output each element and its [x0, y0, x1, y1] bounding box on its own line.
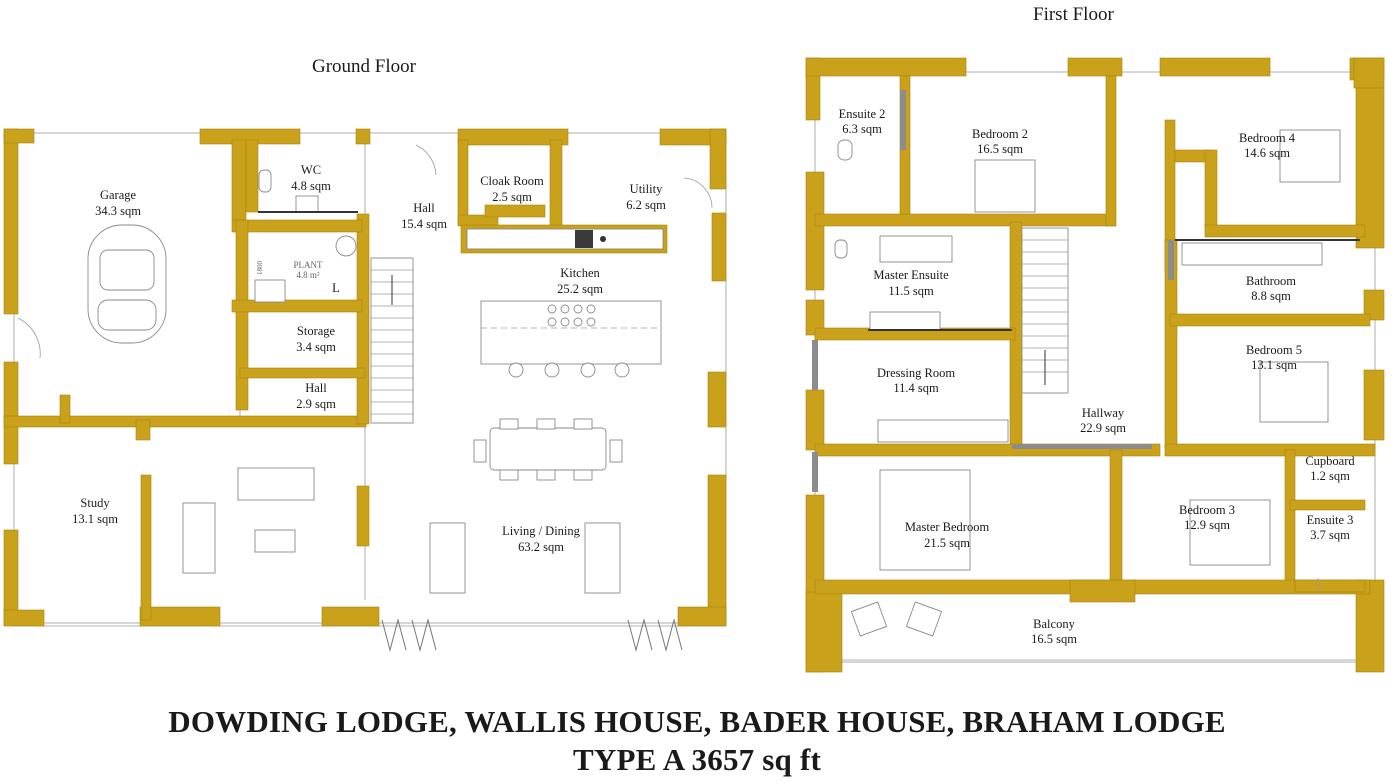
- balcony-area: 16.5 sqm: [1031, 632, 1077, 646]
- plant-l-marker: L: [332, 281, 340, 295]
- hall-small-label: Hall: [305, 381, 327, 395]
- bedroom4-label: Bedroom 4: [1239, 131, 1296, 145]
- hallway-label: Hallway: [1082, 406, 1125, 420]
- footer-subtitle: TYPE A 3657 sq ft: [573, 742, 821, 777]
- ground-floor-title: Ground Floor: [312, 56, 416, 77]
- cupboard-label: Cupboard: [1305, 454, 1355, 468]
- wc-label: WC: [301, 163, 321, 177]
- master-bedroom-label: Master Bedroom: [905, 520, 990, 534]
- utility-area: 6.2 sqm: [626, 198, 666, 212]
- study-label: Study: [80, 496, 110, 510]
- cloak-area: 2.5 sqm: [492, 190, 532, 204]
- hall-small-area: 2.9 sqm: [296, 397, 336, 411]
- bedroom3-area: 12.9 sqm: [1184, 518, 1230, 532]
- bedroom5-area: 13.1 sqm: [1251, 358, 1297, 372]
- utility-label: Utility: [630, 182, 663, 196]
- cloak-label: Cloak Room: [480, 174, 544, 188]
- living-area: 63.2 sqm: [518, 540, 564, 554]
- ensuite3-label: Ensuite 3: [1307, 513, 1354, 527]
- bedroom2-label: Bedroom 2: [972, 127, 1028, 141]
- garage-label: Garage: [100, 188, 137, 202]
- kitchen-area: 25.2 sqm: [557, 282, 603, 296]
- bedroom2-area: 16.5 sqm: [977, 142, 1023, 156]
- first-floor-plan: [805, 57, 1385, 673]
- dressing-area: 11.4 sqm: [893, 381, 939, 395]
- plant-area: 4.8 m²: [296, 270, 320, 280]
- dressing-label: Dressing Room: [877, 366, 955, 380]
- study-area: 13.1 sqm: [72, 512, 118, 526]
- hall-main-area: 15.4 sqm: [401, 217, 447, 231]
- cupboard-area: 1.2 sqm: [1310, 469, 1350, 483]
- car-outline: [87, 224, 167, 344]
- plant-dimension: 1800: [256, 261, 264, 276]
- bedroom3-label: Bedroom 3: [1179, 503, 1235, 517]
- storage-area: 3.4 sqm: [296, 340, 336, 354]
- living-label: Living / Dining: [502, 524, 581, 538]
- kitchen-label: Kitchen: [560, 266, 600, 280]
- bedroom5-label: Bedroom 5: [1246, 343, 1302, 357]
- balcony-label: Balcony: [1033, 617, 1075, 631]
- storage-label: Storage: [297, 324, 336, 338]
- garage-area: 34.3 sqm: [95, 204, 141, 218]
- master-ensuite-label: Master Ensuite: [873, 268, 949, 282]
- ensuite3-area: 3.7 sqm: [1310, 528, 1350, 542]
- hall-main-label: Hall: [413, 201, 435, 215]
- first-floor-stairs: [1021, 227, 1069, 394]
- bathroom-area: 8.8 sqm: [1251, 289, 1291, 303]
- first-floor-title: First Floor: [1033, 4, 1114, 25]
- ensuite2-area: 6.3 sqm: [842, 122, 882, 136]
- ground-floor-plan: [3, 128, 727, 652]
- garage-north-wall: [3, 128, 19, 315]
- master-bedroom-area: 21.5 sqm: [924, 536, 970, 550]
- footer-title: DOWDING LODGE, WALLIS HOUSE, BADER HOUSE…: [168, 704, 1226, 739]
- ensuite2-label: Ensuite 2: [839, 107, 886, 121]
- wc-area: 4.8 sqm: [291, 179, 331, 193]
- plant-label: PLANT: [294, 260, 324, 270]
- bedroom4-area: 14.6 sqm: [1244, 146, 1290, 160]
- first-room-labels: Ensuite 2 6.3 sqm Bedroom 2 16.5 sqm Bed…: [839, 107, 1356, 646]
- ground-room-labels: Garage 34.3 sqm WC 4.8 sqm PLANT 4.8 m² …: [72, 163, 666, 554]
- bathroom-label: Bathroom: [1246, 274, 1296, 288]
- ground-stairs: [370, 257, 414, 424]
- hallway-area: 22.9 sqm: [1080, 421, 1126, 435]
- master-ensuite-area: 11.5 sqm: [888, 284, 934, 298]
